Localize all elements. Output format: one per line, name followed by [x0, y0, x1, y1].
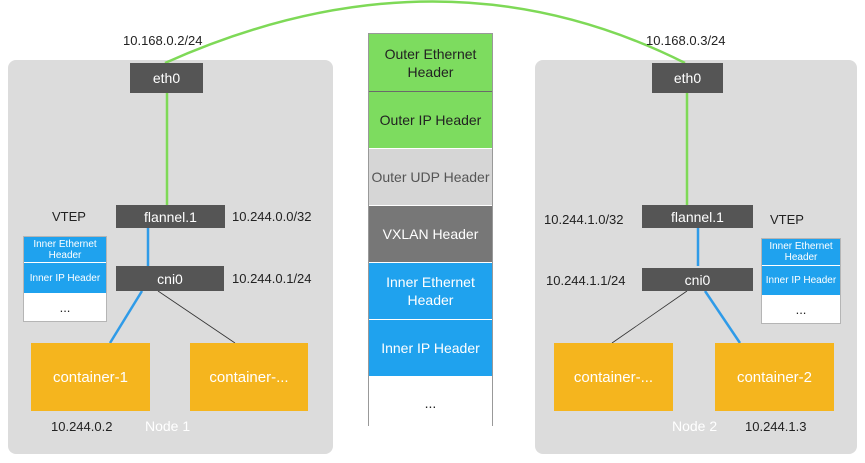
node2-packet: Inner Ethernet Header Inner IP Header ..…	[761, 238, 841, 324]
node1-name: Node 1	[145, 418, 191, 434]
node1-cni-subnet: 10.244.0.1/24	[232, 271, 312, 286]
header-outer-ethernet: Outer Ethernet Header	[369, 34, 492, 92]
header-outer-udp: Outer UDP Header	[369, 149, 492, 206]
node2-name: Node 2	[672, 418, 718, 434]
node1-vtep-label: VTEP	[52, 209, 86, 224]
node2-packet-inner-ethernet: Inner Ethernet Header	[762, 239, 840, 266]
header-inner-ethernet: Inner Ethernet Header	[369, 263, 492, 320]
node2-cni-subnet: 10.244.1.1/24	[546, 273, 626, 288]
node1-container-more[interactable]: container-...	[190, 343, 308, 411]
node1-cni-container2-link	[157, 290, 236, 344]
header-inner-ip: Inner IP Header	[369, 320, 492, 376]
node2-cni0[interactable]: cni0	[642, 268, 753, 291]
node2-cni-container1-link	[611, 290, 688, 344]
node1-eth0-ip: 10.168.0.2/24	[123, 33, 203, 48]
node1-packet-inner-ethernet: Inner Ethernet Header	[24, 237, 106, 263]
node1-container-1[interactable]: container-1	[31, 343, 150, 411]
node2-container-more[interactable]: container-...	[554, 343, 673, 411]
node2-packet-more: ...	[795, 301, 807, 317]
node2-container-2[interactable]: container-2	[715, 343, 834, 411]
node1-packet: Inner Ethernet Header Inner IP Header ..…	[23, 236, 107, 322]
node2-eth0[interactable]: eth0	[652, 63, 723, 93]
header-outer-ip: Outer IP Header	[369, 92, 492, 149]
node1-eth0[interactable]: eth0	[130, 63, 203, 93]
header-vxlan: VXLAN Header	[369, 206, 492, 263]
header-more: ...	[369, 376, 492, 430]
inter-node-link	[164, 0, 686, 65]
node2-packet-inner-ip: Inner IP Header	[762, 266, 840, 295]
node2-eth0-ip: 10.168.0.3/24	[646, 33, 726, 48]
node1-flannel-subnet: 10.244.0.0/32	[232, 209, 312, 224]
node1-flannel[interactable]: flannel.1	[116, 205, 225, 228]
node2-cni-container2-link	[703, 290, 742, 344]
node2-flannel[interactable]: flannel.1	[642, 205, 753, 228]
node1-packet-more: ...	[59, 299, 71, 315]
node2-vtep-label: VTEP	[770, 212, 804, 227]
vxlan-header-stack: Outer Ethernet Header Outer IP Header Ou…	[368, 33, 493, 430]
node1-cni-container1-link	[108, 290, 144, 344]
node1-packet-inner-ip: Inner IP Header	[24, 263, 106, 293]
node2-flannel-subnet: 10.244.1.0/32	[544, 212, 624, 227]
node1-cni0[interactable]: cni0	[116, 266, 224, 291]
node2-container-2-ip: 10.244.1.3	[745, 419, 807, 434]
node1-container-1-ip: 10.244.0.2	[51, 419, 113, 434]
